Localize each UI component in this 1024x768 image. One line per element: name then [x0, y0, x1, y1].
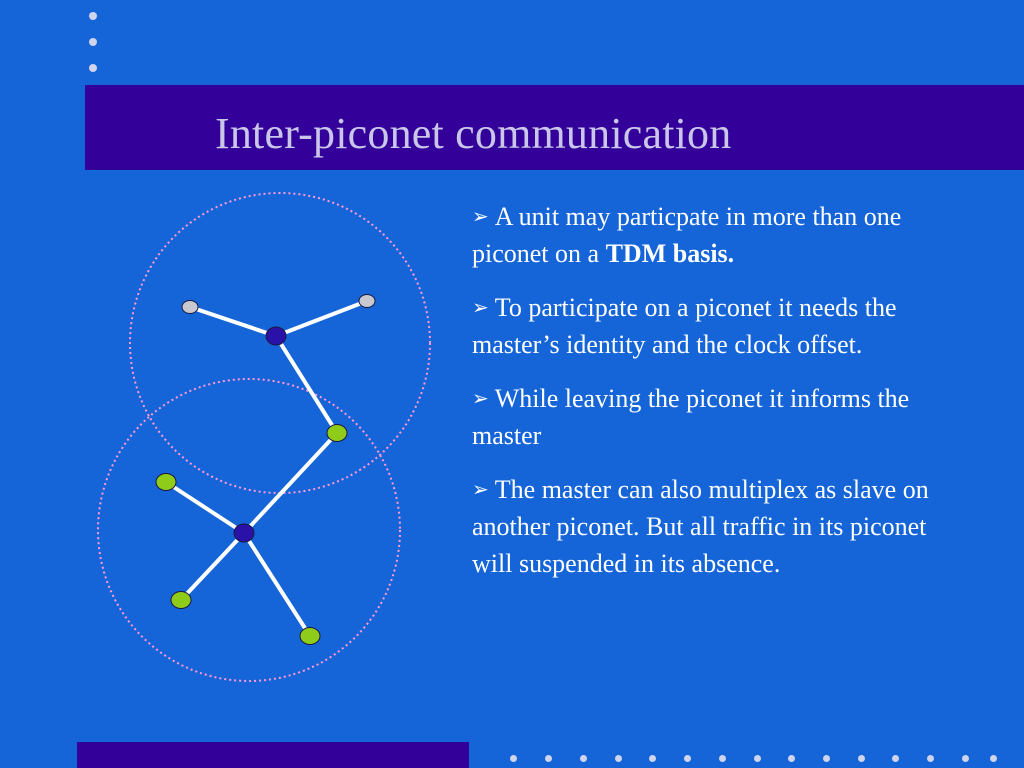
bullet-text: The master can also multiplex as slave o…: [472, 475, 929, 578]
bullet-item: ➢While leaving the piconet it informs th…: [472, 380, 972, 454]
link-line: [188, 305, 278, 338]
decorative-dot: [649, 755, 656, 762]
decorative-dot: [89, 12, 97, 20]
decorative-dot: [754, 755, 761, 762]
title-bar: [85, 85, 1024, 170]
decorative-dot: [89, 64, 97, 72]
master-node: [233, 523, 255, 543]
decorative-dot: [580, 755, 587, 762]
piconet-range-bottom: [97, 378, 401, 682]
bullet-bold-text: TDM basis.: [605, 239, 735, 268]
arrow-bullet-icon: ➢: [472, 204, 489, 228]
decorative-dot: [962, 755, 969, 762]
decorative-dot: [510, 755, 517, 762]
bullet-item: ➢To participate on a piconet it needs th…: [472, 289, 972, 363]
decorative-dot: [788, 755, 795, 762]
decorative-dot: [615, 755, 622, 762]
footer-bar: [77, 742, 469, 768]
bullet-text: To participate on a piconet it needs the…: [472, 293, 897, 359]
decorative-dot: [684, 755, 691, 762]
decorative-dot: [858, 755, 865, 762]
link-line: [274, 299, 369, 338]
link-line: [164, 480, 246, 535]
decorative-dot: [89, 38, 97, 46]
bridge-node: [326, 424, 348, 442]
decorative-dot: [719, 755, 726, 762]
bullet-item: ➢A unit may particpate in more than one …: [472, 198, 972, 272]
slave-node: [299, 627, 321, 645]
arrow-bullet-icon: ➢: [472, 386, 489, 410]
decorative-dot: [823, 755, 830, 762]
arrow-bullet-icon: ➢: [472, 477, 489, 501]
decorative-dot: [545, 755, 552, 762]
slave-node: [170, 591, 192, 609]
decorative-dot: [892, 755, 899, 762]
bullet-list: ➢A unit may particpate in more than one …: [472, 198, 972, 599]
slave-node: [358, 294, 376, 308]
link-line: [179, 531, 246, 602]
master-node: [265, 326, 287, 346]
slave-node: [155, 473, 177, 491]
bullet-text: While leaving the piconet it informs the…: [472, 384, 910, 450]
link-line: [242, 531, 312, 638]
link-line: [242, 431, 339, 535]
slide-title: Inter-piconet communication: [215, 109, 732, 158]
slave-node: [181, 300, 199, 314]
decorative-dot: [990, 755, 997, 762]
bullet-text: A unit may particpate in more than one p…: [472, 202, 902, 268]
decorative-dot: [927, 755, 934, 762]
bullet-item: ➢The master can also multiplex as slave …: [472, 471, 972, 582]
arrow-bullet-icon: ➢: [472, 295, 489, 319]
link-line: [274, 334, 339, 435]
